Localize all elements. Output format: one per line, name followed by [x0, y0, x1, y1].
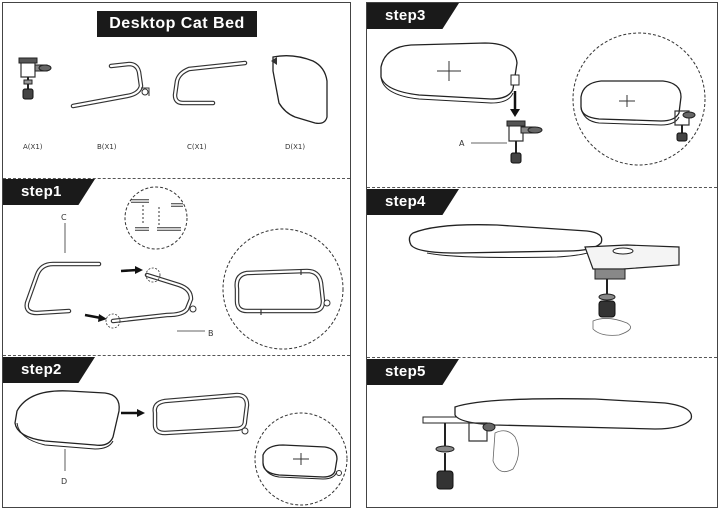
part-c-frame-illustration — [169, 55, 255, 113]
step2-header: step2 — [3, 357, 95, 383]
part-b-frame-illustration — [69, 58, 157, 116]
step2-callout-d: D — [61, 477, 68, 486]
section-divider — [367, 357, 717, 358]
step1-assembled-frame-circle — [221, 227, 345, 351]
section-divider — [3, 355, 350, 356]
part-label-b: B(X1) — [97, 143, 117, 151]
step2-cushion-frame-illustration — [9, 383, 259, 475]
left-instruction-column: Desktop Cat Bed A(X1) B(X1) C(X1) D(X1) … — [2, 2, 351, 508]
step5-header: step5 — [367, 359, 459, 385]
part-d-cushion-illustration — [271, 51, 333, 129]
step1-joint-detail-circle — [123, 185, 189, 251]
part-label-c: C(X1) — [187, 143, 207, 151]
step3-callout-a: A — [459, 139, 465, 148]
part-label-d: D(X1) — [285, 143, 306, 151]
step4-desk-clamp-illustration — [397, 217, 697, 357]
step1-header: step1 — [3, 179, 95, 205]
page-title: Desktop Cat Bed — [97, 11, 257, 37]
step2-assembled-bed-circle — [253, 411, 349, 507]
part-a-clamp-illustration — [15, 55, 55, 107]
section-divider — [3, 178, 350, 179]
step1-callout-b: B — [208, 329, 214, 338]
step1-frame-assembly-illustration — [17, 191, 227, 341]
right-instruction-column: step3 A step4 — [366, 2, 718, 508]
step4-header: step4 — [367, 189, 459, 215]
step3-header: step3 — [367, 3, 459, 29]
step5-mounted-bed-illustration — [415, 393, 705, 503]
section-divider — [367, 187, 717, 188]
step3-cushion-clamp-illustration — [375, 33, 565, 183]
part-label-a: A(X1) — [23, 143, 43, 151]
step3-attached-clamp-circle — [571, 31, 707, 167]
step1-callout-c: C — [61, 213, 67, 222]
